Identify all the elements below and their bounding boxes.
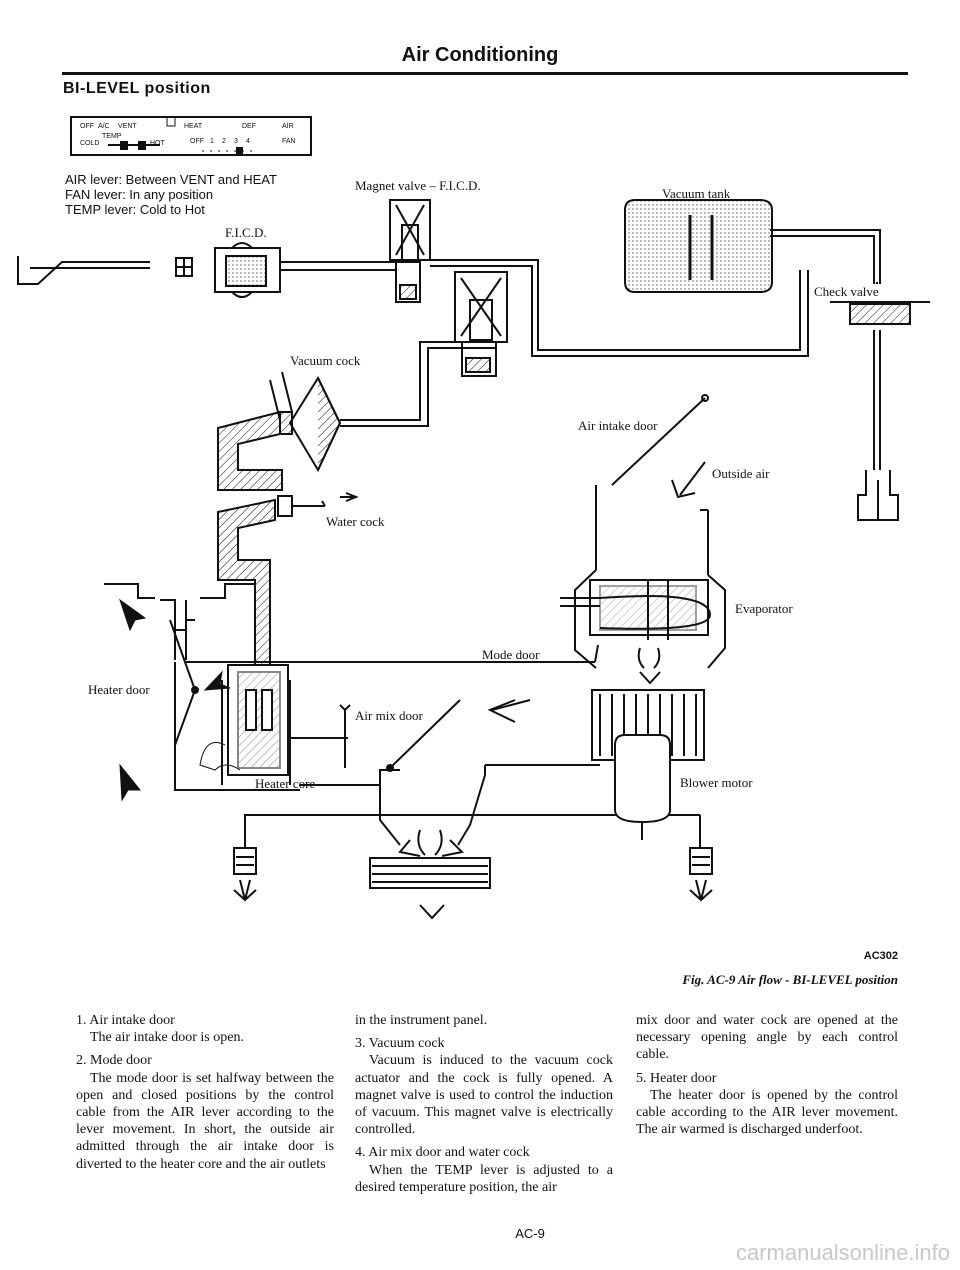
main-duct: [174, 644, 599, 791]
column-3-lead: mix door and water cock are opened at th…: [636, 1013, 898, 1063]
label-air-mix-door: Air mix door: [355, 708, 423, 723]
figure-caption: Fig. AC-9 Air flow - BI-LEVEL position: [682, 972, 898, 987]
label-vacuum-cock: Vacuum cock: [290, 353, 361, 368]
right-floor-outlet: [689, 847, 713, 902]
lever-note-air: AIR lever: Between VENT and HEAT: [65, 172, 277, 187]
item-3-heading: 3. Vacuum cock: [355, 1036, 445, 1052]
magnet-valve-2: [454, 271, 508, 377]
air-mix-door: [290, 704, 351, 768]
label-heater-door: Heater door: [88, 682, 150, 697]
panel-label-fan-2: 2: [222, 138, 226, 145]
panel-label-ac: A/C: [98, 123, 110, 130]
heater-airflow-arrows: [119, 598, 241, 802]
panel-label-temp: TEMP: [102, 133, 122, 140]
panel-label-fan-3: 3: [234, 138, 238, 145]
label-blower-motor: Blower motor: [680, 775, 753, 790]
label-water-cock: Water cock: [326, 514, 385, 529]
fic-actuator: [17, 242, 410, 298]
page-header-title: Air Conditioning: [401, 44, 559, 66]
item-4-text: When the TEMP lever is adjusted to a des…: [355, 1162, 613, 1195]
body-column-2: in the instrument panel. 3. Vacuum cock …: [355, 1012, 613, 1202]
panel-label-off: OFF: [80, 123, 94, 130]
outside-air-arrow: [671, 461, 706, 499]
blower-motor: [591, 689, 705, 840]
airflow-diagram: [17, 199, 930, 920]
center-outlet: [244, 814, 701, 920]
label-vacuum-tank: Vacuum tank: [662, 186, 731, 201]
label-evaporator: Evaporator: [735, 601, 793, 616]
vacuum-hoses: [340, 229, 881, 470]
panel-label-heat: HEAT: [184, 123, 203, 130]
column-2-lead: in the instrument panel.: [355, 1013, 488, 1028]
label-mode-door: Mode door: [482, 647, 540, 662]
figure-code: AC302: [863, 950, 898, 962]
panel-label-hot: HOT: [150, 140, 165, 147]
def-outlet: [104, 583, 254, 660]
panel-label-cold: COLD: [80, 140, 100, 147]
panel-label-fan-4: 4: [246, 138, 250, 145]
item-2-text: The mode door is set halfway between the…: [76, 1070, 334, 1172]
panel-sliders: [108, 118, 257, 155]
mode-door: [379, 699, 600, 846]
panel-label-fan-off: OFF: [190, 138, 204, 145]
evaporator: [560, 569, 726, 669]
panel-label-vent: VENT: [118, 123, 137, 130]
heater-door: [169, 619, 199, 746]
label-air-intake-door: Air intake door: [578, 418, 658, 433]
control-panel: OFF A/C VENT HEAT DEF AIR COLD TEMP HOT …: [70, 116, 312, 156]
item-3-text: Vacuum is induced to the vacuum cock act…: [355, 1053, 613, 1138]
water-cock: [277, 492, 359, 517]
evaporator-arrow: [637, 647, 661, 685]
mode-door-arrow: [487, 699, 531, 723]
left-floor-outlet: [233, 847, 257, 902]
label-magnet-valve: Magnet valve – F.I.C.D.: [355, 178, 481, 193]
label-fic: F.I.C.D.: [225, 225, 267, 240]
item-1-text: The air intake door is open.: [90, 1030, 244, 1046]
item-5-heading: 5. Heater door: [636, 1070, 717, 1086]
body-column-3: mix door and water cock are opened at th…: [636, 1012, 898, 1144]
air-intake-door: [595, 394, 709, 575]
item-5-text: The heater door is opened by the control…: [636, 1087, 898, 1138]
panel-label-fan-1: 1: [210, 138, 214, 145]
label-heater-core: Heater core: [255, 776, 316, 791]
watermark: carmanualsonline.info: [735, 1240, 950, 1265]
intake-fitting: [857, 470, 899, 521]
section-title: BI-LEVEL position: [63, 80, 211, 97]
panel-label-air: AIR: [282, 123, 294, 130]
lever-notes: AIR lever: Between VENT and HEAT FAN lev…: [65, 172, 277, 217]
lever-note-fan: FAN lever: In any position: [65, 187, 214, 202]
page-number: AC-9: [515, 1226, 545, 1241]
vacuum-tank: [624, 199, 773, 293]
panel-label-fan: FAN: [282, 138, 296, 145]
panel-label-def: DEF: [242, 123, 256, 130]
vacuum-cock: [269, 371, 342, 473]
header-rule: [62, 72, 908, 75]
item-2-heading: 2. Mode door: [76, 1053, 152, 1069]
item-4-heading: 4. Air mix door and water cock: [355, 1145, 530, 1161]
lever-note-temp: TEMP lever: Cold to Hot: [65, 202, 205, 217]
body-column-1: 1. Air intake door The air intake door i…: [76, 1012, 334, 1179]
heater-core: [227, 664, 289, 776]
label-check-valve: Check valve: [812, 284, 881, 300]
magnet-valve-1: [389, 199, 431, 303]
label-outside-air: Outside air: [712, 466, 770, 481]
heater-pipes: [217, 410, 283, 681]
item-1-heading: 1. Air intake door: [76, 1013, 175, 1028]
